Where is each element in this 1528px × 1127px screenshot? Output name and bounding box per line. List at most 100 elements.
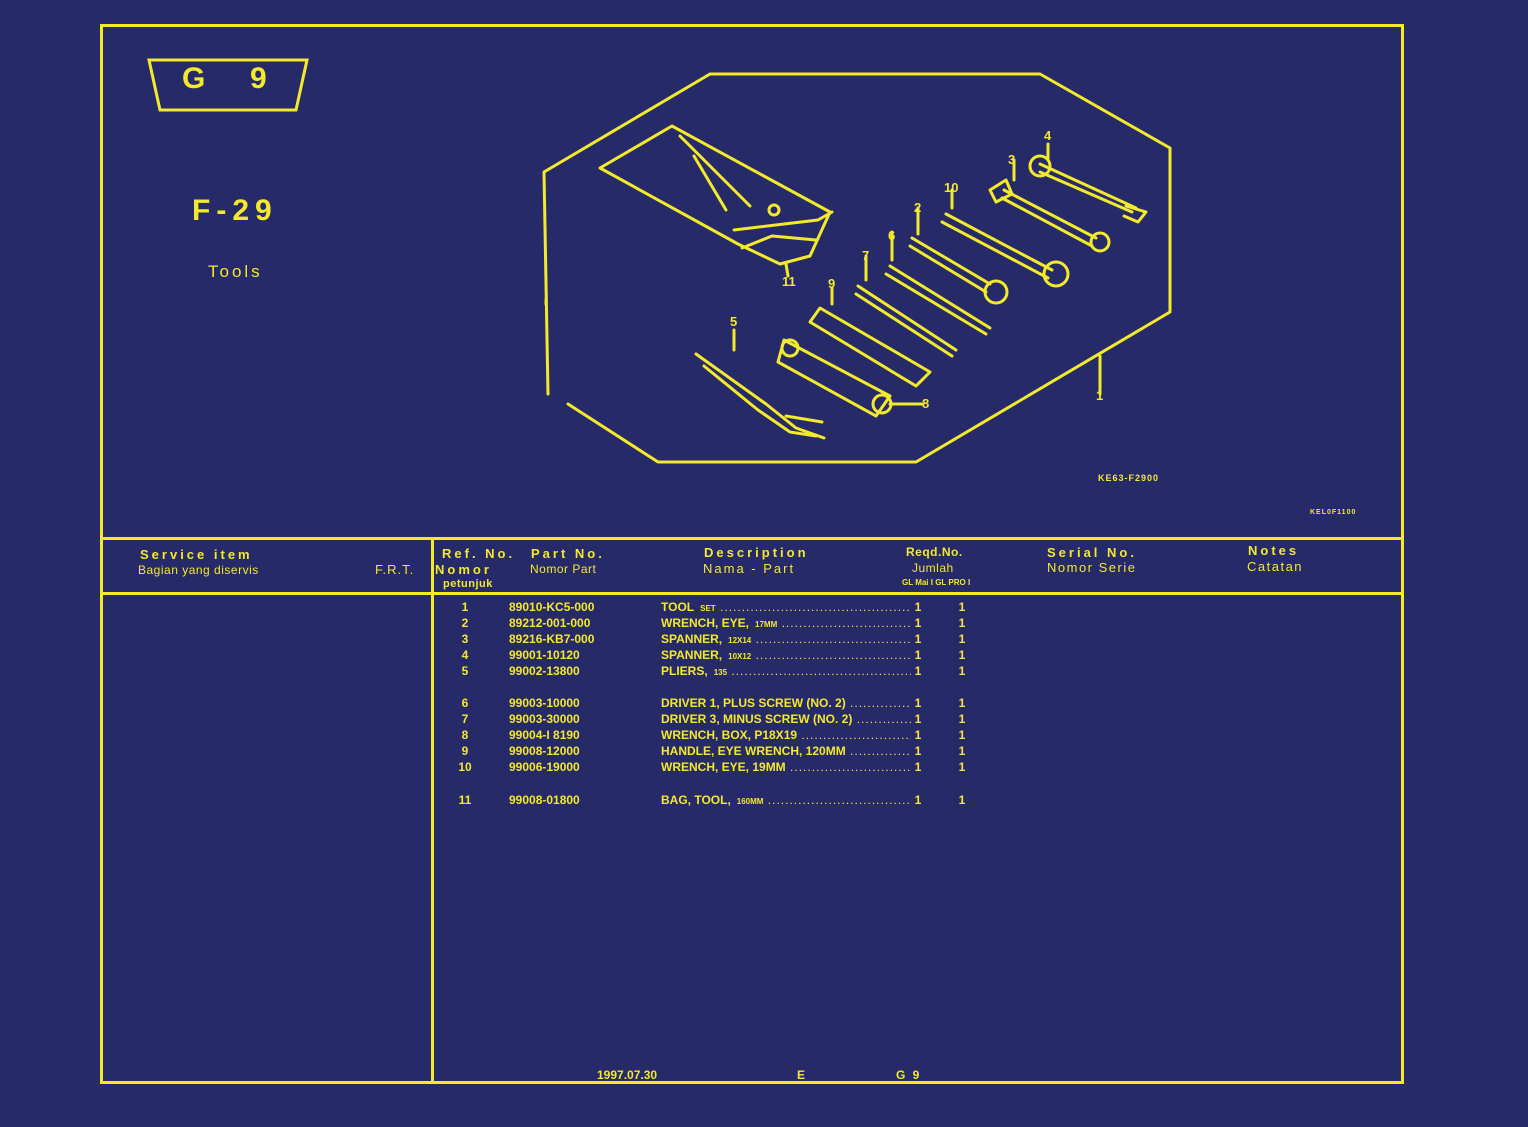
leader-dots: ........................................… <box>720 600 911 614</box>
part-no-cell: 99004-I 8190 <box>509 728 580 742</box>
footer-edition: E <box>797 1068 806 1082</box>
description-spec: 17MM <box>755 620 778 629</box>
leader-dots: ........................................… <box>856 712 911 726</box>
description-cell: SPANNER,12X14 ..........................… <box>661 632 911 646</box>
header-reqd-no-local: Jumlah <box>912 561 954 575</box>
qty-cell: 1 <box>914 648 922 662</box>
callout-8: 8 <box>922 396 929 411</box>
qty-cell: 1 <box>958 760 966 774</box>
callout-2: 2 <box>914 200 921 215</box>
header-service-item: Service item <box>140 547 253 562</box>
description-text: SPANNER, <box>661 632 723 646</box>
tool-bag-drawing <box>598 124 834 278</box>
description-cell: PLIERS, 135 .............................… <box>661 664 911 678</box>
leader-dots: ........................................… <box>731 664 911 678</box>
diagram-code: KE63-F2900 <box>1098 473 1160 483</box>
ref-no-cell: 7 <box>461 712 469 726</box>
pliers-5-drawing <box>694 352 826 440</box>
description-cell: WRENCH, BOX, P18X19 ....................… <box>661 728 911 742</box>
description-spec: 10X12 <box>728 652 752 661</box>
callout-10: 10 <box>944 180 958 195</box>
qty-cell: 1 <box>958 616 966 630</box>
description-text: WRENCH, EYE, <box>661 616 750 630</box>
qty-cell: 1 <box>914 760 922 774</box>
ref-no-cell: 1 <box>461 600 469 614</box>
qty-cell: 1 <box>958 744 966 758</box>
qty-cell: 1 <box>914 793 922 807</box>
header-frt: F.R.T. <box>375 562 415 577</box>
description-cell: TOOL SET ................................… <box>661 600 911 614</box>
description-spec: 12X14 <box>728 636 752 645</box>
ref-no-cell: 11 <box>458 793 472 807</box>
figure-title: Tools <box>208 262 263 281</box>
description-cell: BAG, TOOL,160MM ........................… <box>661 793 911 807</box>
ref-no-cell: 4 <box>461 648 469 662</box>
callout-6: 6 <box>888 228 895 243</box>
driver-7-drawing <box>854 284 958 358</box>
description-text: BAG, TOOL, <box>661 793 731 807</box>
header-ref-no-local-2: petunjuk <box>443 578 493 590</box>
header-ref-no: Ref. No. <box>442 546 516 561</box>
figure-code: F-29 <box>192 194 278 227</box>
qty-cell: 1 <box>958 664 966 678</box>
description-cell: DRIVER 1, PLUS SCREW (NO. 2) ...........… <box>661 696 911 710</box>
leader-dots: ........................................… <box>781 616 911 630</box>
footer-group: G 9 <box>896 1068 922 1082</box>
qty-cell: 1 <box>958 648 966 662</box>
part-no-cell: 99001-10120 <box>509 648 580 662</box>
description-cell: DRIVER 3, MINUS SCREW (NO. 2) ..........… <box>661 712 911 726</box>
qty-cell: 1 <box>958 793 966 807</box>
description-cell: SPANNER,10X12 ..........................… <box>661 648 911 662</box>
diagram-outline <box>542 72 1172 464</box>
part-no-cell: 89010-KC5-000 <box>509 600 595 614</box>
part-no-cell: 99008-01800 <box>509 793 580 807</box>
header-service-item-local: Bagian yang diservis <box>138 563 259 577</box>
description-text: WRENCH, EYE, 19MM <box>661 760 786 774</box>
description-spec: SET <box>700 604 716 613</box>
description-cell: WRENCH, EYE, 17MM .......................… <box>661 616 911 630</box>
handle-9-drawing <box>808 306 932 388</box>
description-text: HANDLE, EYE WRENCH, 120MM <box>661 744 846 758</box>
header-reqd-sub: GL Mai I GL PRO I <box>902 578 971 587</box>
page-code: KEL0F1100 <box>1310 509 1357 516</box>
qty-cell: 1 <box>914 632 922 646</box>
ref-no-cell: 5 <box>461 664 469 678</box>
qty-cell: 1 <box>958 632 966 646</box>
part-no-cell: 89212-001-000 <box>509 616 591 630</box>
callout-3: 3 <box>1008 152 1015 167</box>
qty-cell: 1 <box>914 664 922 678</box>
group-badge: G 9 <box>146 56 310 116</box>
leader-dots: ........................................… <box>850 744 911 758</box>
tools-diagram: 4 3 10 2 6 7 11 9 5 8 1 <box>542 72 1172 464</box>
header-description: Description <box>704 545 809 560</box>
badge-frame <box>147 58 309 112</box>
box-wrench-8-drawing <box>776 338 924 418</box>
header-reqd-no: Reqd.No. <box>906 545 963 559</box>
part-no-cell: 99002-13800 <box>509 664 580 678</box>
leader-dots: ........................................… <box>755 648 911 662</box>
divider-service-column <box>431 537 434 1084</box>
part-no-cell: 99008-12000 <box>509 744 580 758</box>
description-cell: WRENCH, EYE, 19MM ......................… <box>661 760 911 774</box>
description-text: TOOL <box>661 600 695 614</box>
header-part-no: Part No. <box>531 546 605 561</box>
description-text: DRIVER 3, MINUS SCREW (NO. 2) <box>661 712 853 726</box>
qty-cell: 1 <box>958 696 966 710</box>
qty-cell: 1 <box>914 616 922 630</box>
description-spec: 135 <box>713 668 728 677</box>
leader-dots: ........................................… <box>767 793 911 807</box>
header-description-local: Nama - Part <box>703 561 796 576</box>
description-text: PLIERS, <box>661 664 708 678</box>
ref-no-cell: 2 <box>461 616 469 630</box>
divider-diagram-table <box>100 537 1404 540</box>
ref-no-cell: 6 <box>461 696 469 710</box>
qty-cell: 1 <box>958 600 966 614</box>
